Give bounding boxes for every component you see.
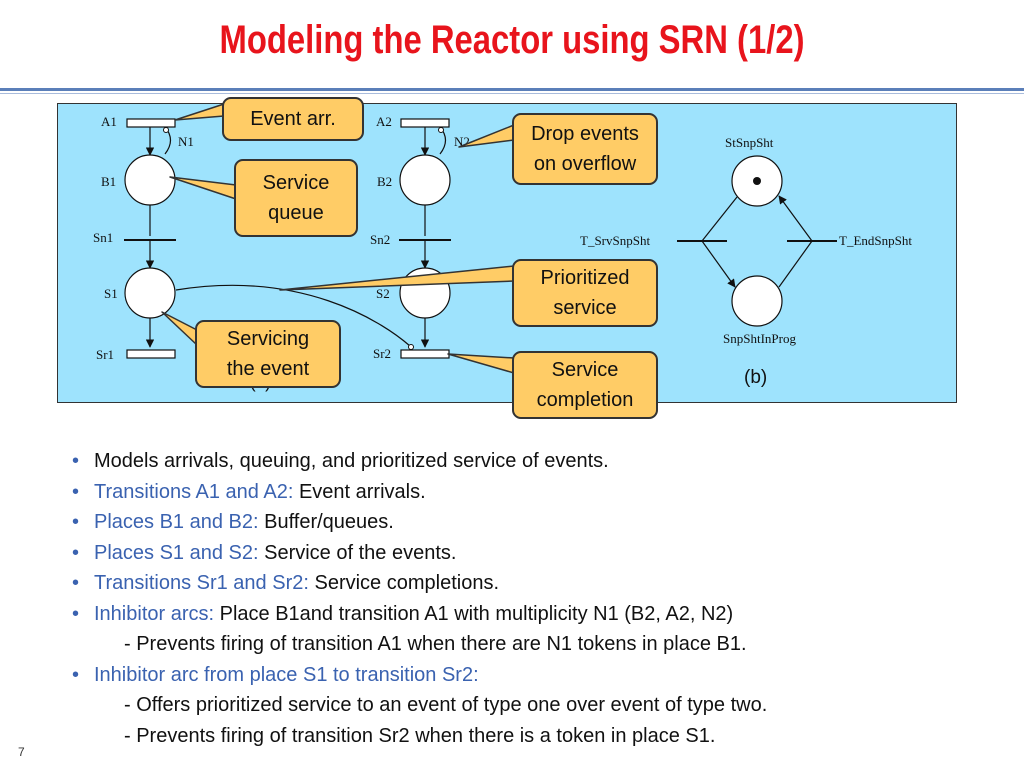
label-t-endsnpsht: T_EndSnpSht <box>839 233 912 248</box>
title-rule-thin <box>0 93 1024 94</box>
label-a1: A1 <box>101 114 117 129</box>
token <box>753 177 761 185</box>
pointer-event-arr <box>174 103 225 121</box>
bullet-item: •Models arrivals, queuing, and prioritiz… <box>72 446 1012 477</box>
label-sr1: Sr1 <box>96 347 114 362</box>
bullet-dot: • <box>72 602 80 625</box>
label-s2: S2 <box>376 286 390 301</box>
pointer-servicing <box>161 311 198 346</box>
transition-sr1 <box>126 349 176 359</box>
label-b2: B2 <box>377 174 392 189</box>
bullet-item: •Inhibitor arc from place S1 to transiti… <box>72 660 1012 691</box>
bullet-item: •Transitions Sr1 and Sr2: Service comple… <box>72 568 1012 599</box>
sub-bullet: - Prevents firing of transition A1 when … <box>124 633 747 655</box>
pointer-service-queue <box>169 176 237 200</box>
bullet-item: •Places B1 and B2: Buffer/queues. <box>72 507 1012 538</box>
bullet-item: •Transitions A1 and A2: Event arrivals. <box>72 477 1012 508</box>
sub-bullet: - Prevents firing of transition Sr2 when… <box>124 724 716 747</box>
page-number: 7 <box>18 745 25 759</box>
place-b2 <box>399 154 451 206</box>
inhibitor-circle-sr2 <box>408 344 414 350</box>
label-sn2: Sn2 <box>370 232 390 247</box>
bullet-dot: • <box>72 663 80 686</box>
page-title: Modeling the Reactor using SRN (1/2) <box>219 18 805 62</box>
label-sr2: Sr2 <box>373 346 391 361</box>
bullet-dot: • <box>72 480 80 503</box>
pointer-completion <box>447 353 515 374</box>
bullet-list: •Models arrivals, queuing, and prioritiz… <box>72 446 1012 751</box>
bullet-dot: • <box>72 511 80 533</box>
title-rule <box>0 88 1024 91</box>
pointer-prioritized <box>279 265 515 291</box>
inhibitor-arc-s1-sr2 <box>175 284 411 347</box>
label-s1: S1 <box>104 286 118 301</box>
label-n1: N1 <box>178 134 194 149</box>
petri-net-diagram: A1 N1 B1 Sn1 S1 Sr1 A2 N2 B2 Sn2 S2 Sr2 … <box>93 103 912 392</box>
sub-bullet: - Offers prioritized service to an event… <box>124 694 768 716</box>
label-part-b: (b) <box>744 367 767 388</box>
place-s1 <box>124 267 176 319</box>
inhibitor-circle-a2 <box>438 127 444 133</box>
bullet-dot: • <box>72 450 80 472</box>
transition-a2 <box>400 118 450 128</box>
label-a2: A2 <box>376 114 392 129</box>
label-stsnpsht: StSnpSht <box>725 135 774 150</box>
bullet-dot: • <box>72 541 80 564</box>
place-b1 <box>124 154 176 206</box>
label-t-srvsnpsht: T_SrvSnpSht <box>580 233 650 248</box>
bullet-dot: • <box>72 572 80 594</box>
transition-a1 <box>126 118 176 128</box>
label-sn1: Sn1 <box>93 230 113 245</box>
label-snpshtinprog: SnpShtInProg <box>723 331 796 346</box>
inhibitor-circle-a1 <box>163 127 169 133</box>
place-snpshtinprog <box>731 275 783 327</box>
bullet-item: •Inhibitor arcs: Place B1and transition … <box>72 599 1012 630</box>
bullet-item: •Places S1 and S2: Service of the events… <box>72 538 1012 569</box>
callout-event-arrival: Event arr. <box>222 97 364 141</box>
transition-sr2 <box>400 349 450 359</box>
label-b1: B1 <box>101 174 116 189</box>
